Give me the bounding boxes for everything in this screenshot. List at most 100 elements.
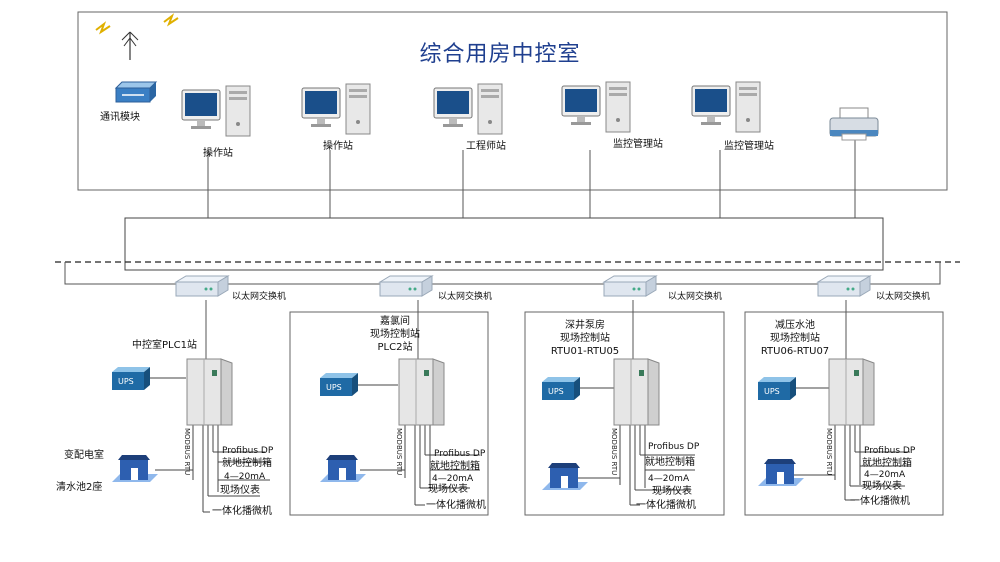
- building-2: [318, 452, 368, 496]
- switch-icon: [174, 275, 230, 297]
- computer-icon: [301, 83, 371, 135]
- cabinet-icon: [398, 358, 445, 426]
- rtu-cabinet-4: [828, 358, 876, 430]
- broadcaster-label-3: 一体化播微机: [636, 500, 696, 511]
- profibus-label-4: Profibus DP: [864, 446, 916, 456]
- station-4-name-2: 现场控制站: [770, 333, 820, 344]
- ethernet-switch-3: [600, 274, 660, 306]
- station-2-name-2: 现场控制站: [370, 329, 420, 340]
- switch-label-4: 以太网交换机: [876, 292, 931, 302]
- local-box-label-3: 就地控制箱: [645, 457, 695, 468]
- ups-icon: UPS: [542, 377, 580, 400]
- ups-text: UPS: [326, 383, 342, 392]
- workstation-label-3: 工程师站: [466, 141, 506, 152]
- broadcaster-label-1: 一体化播微机: [212, 506, 272, 517]
- ups-3: UPS: [540, 376, 582, 406]
- station-2-name-3: PLC2站: [377, 342, 413, 353]
- signal-label-4: 4—20mA: [864, 470, 906, 480]
- ethernet-switch-2: [376, 274, 436, 306]
- computer-icon: [561, 81, 631, 133]
- modbus-label-1: MODBUS RTU: [183, 428, 191, 476]
- signal-label-2: 4—20mA: [432, 474, 474, 484]
- printer-icon: [829, 107, 879, 141]
- modbus-label-2: MODBUS RTU: [395, 428, 403, 476]
- instrument-label-1: 现场仪表: [220, 485, 260, 496]
- building-4: [756, 456, 806, 500]
- ups-icon: UPS: [112, 367, 150, 390]
- station-4-name-1: 减压水池: [775, 320, 815, 331]
- comm-module-label: 通讯模块: [100, 112, 140, 123]
- ups-1: UPS: [110, 366, 152, 396]
- plc-cabinet-2: [398, 358, 446, 430]
- computer-icon: [433, 83, 503, 135]
- switch-label-2: 以太网交换机: [438, 292, 493, 302]
- broadcaster-label-4: 一体化播微机: [850, 496, 910, 507]
- switch-icon: [602, 275, 658, 297]
- station-3-name-2: 现场控制站: [560, 333, 610, 344]
- antenna-icon: [95, 13, 179, 60]
- station-3-name-1: 深井泵房: [565, 320, 605, 331]
- station-frame-2: [289, 311, 489, 516]
- profibus-label-3: Profibus DP: [648, 442, 700, 452]
- building-icon: [542, 463, 588, 490]
- station-frame-3: [524, 311, 725, 516]
- workstation-label-2: 操作站: [323, 141, 353, 152]
- building-3: [540, 460, 590, 504]
- signal-label-3: 4—20mA: [648, 474, 690, 484]
- outer-ring-line: [64, 262, 941, 285]
- computer-icon: [181, 85, 251, 137]
- ring-network-box: [124, 217, 884, 271]
- station-4-name-3: RTU06-RTU07: [760, 346, 830, 357]
- local-box-label-4: 就地控制箱: [862, 458, 912, 469]
- water-tank-label: 清水池2座: [56, 482, 103, 493]
- building-icon: [758, 459, 804, 486]
- cabinet-icon: [613, 358, 660, 426]
- signal-label-1: 4—20mA: [224, 472, 266, 482]
- building-icon: [112, 455, 158, 482]
- station-3-name-3: RTU01-RTU05: [550, 346, 620, 357]
- cabinet-icon: [828, 358, 875, 426]
- workstation-5: [690, 80, 766, 140]
- station-1-name: 中控室PLC1站: [132, 340, 197, 351]
- instrument-label-2: 现场仪表: [428, 484, 468, 495]
- plc-cabinet-1: [186, 358, 234, 430]
- local-box-label-1: 就地控制箱: [222, 458, 272, 469]
- computer-icon: [691, 81, 761, 133]
- building-1: [110, 452, 160, 496]
- instrument-label-3: 现场仪表: [652, 486, 692, 497]
- ups-text: UPS: [118, 377, 134, 386]
- workstation-4: [560, 80, 636, 140]
- cabinet-icon: [186, 358, 233, 426]
- substation-label: 变配电室: [64, 450, 104, 461]
- modbus-label-4: MODBUS RTU: [825, 428, 833, 476]
- page-title: 综合用房中控室: [419, 42, 581, 67]
- ethernet-switch-4: [814, 274, 874, 306]
- building-icon: [320, 455, 366, 482]
- switch-label-1: 以太网交换机: [232, 292, 287, 302]
- ups-text: UPS: [548, 387, 564, 396]
- ups-text: UPS: [764, 387, 780, 396]
- ethernet-switch-1: [172, 274, 232, 306]
- profibus-label-2: Profibus DP: [434, 449, 486, 459]
- workstation-label-4: 监控管理站: [613, 139, 663, 150]
- ups-4: UPS: [756, 376, 798, 406]
- station-frame-4: [744, 311, 944, 516]
- workstation-3: [432, 82, 508, 142]
- switch-label-3: 以太网交换机: [668, 292, 723, 302]
- workstation-label-1: 操作站: [203, 148, 233, 159]
- station-2-name-1: 嘉氯间: [380, 316, 410, 327]
- local-box-label-2: 就地控制箱: [430, 461, 480, 472]
- control-room-frame: [77, 11, 948, 191]
- workstation-label-5: 监控管理站: [724, 141, 774, 152]
- switch-icon: [816, 275, 872, 297]
- rtu-cabinet-3: [613, 358, 661, 430]
- workstation-2: [300, 82, 376, 142]
- switch-icon: [378, 275, 434, 297]
- modbus-label-3: MODBUS RTU: [610, 428, 618, 476]
- profibus-label-1: Profibus DP: [222, 446, 274, 456]
- ups-icon: UPS: [320, 373, 358, 396]
- ups-icon: UPS: [758, 377, 796, 400]
- ups-2: UPS: [318, 372, 360, 402]
- broadcaster-label-2: 一体化播微机: [426, 500, 486, 511]
